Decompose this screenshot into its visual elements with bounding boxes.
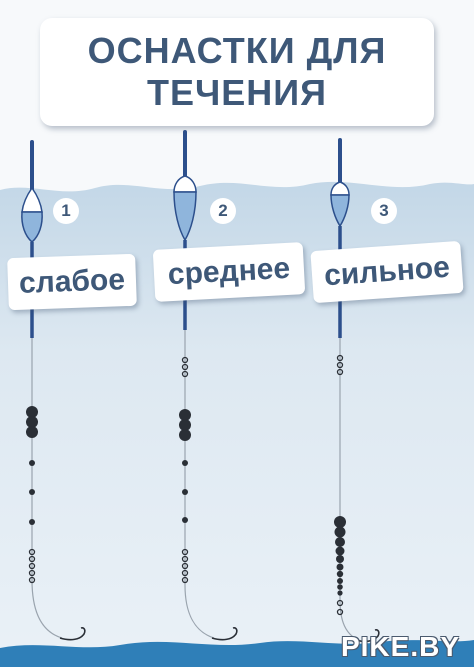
micro-shot — [181, 548, 189, 556]
rig-number-1: 1 — [53, 198, 79, 224]
micro-shot — [181, 562, 189, 570]
micro-shot — [181, 555, 189, 563]
shot-weight — [26, 426, 38, 438]
fishing-line — [31, 338, 63, 639]
micro-shot — [181, 569, 189, 577]
label-medium: среднее — [152, 242, 306, 302]
shot-weight — [26, 416, 38, 428]
micro-shot — [336, 599, 344, 607]
shot-weight — [182, 517, 188, 523]
micro-shot — [28, 555, 36, 563]
micro-shot — [181, 576, 189, 584]
shot-weight — [337, 590, 343, 596]
shot-weight — [29, 519, 35, 525]
shot-weight — [29, 489, 35, 495]
micro-shot — [181, 356, 189, 364]
micro-shot — [181, 363, 189, 371]
label-weak: слабое — [7, 253, 137, 311]
label-strong: сильное — [310, 240, 464, 304]
shot-weight — [335, 546, 345, 556]
shot-weight — [179, 409, 191, 421]
shot-weight — [26, 406, 38, 418]
shot-weight — [336, 563, 344, 571]
shot-weight — [337, 584, 343, 590]
rig-number-2: 2 — [210, 198, 236, 224]
shot-weight — [334, 526, 346, 538]
micro-shot — [28, 569, 36, 577]
micro-shot — [28, 548, 36, 556]
shot-weight — [337, 578, 343, 584]
rig-number-3: 3 — [371, 198, 397, 224]
fishing-line — [184, 330, 215, 639]
float-top — [173, 175, 197, 193]
shot-weight — [335, 537, 345, 547]
shot-weight — [336, 570, 344, 578]
watermark-logo: PIKE.BY — [340, 631, 460, 662]
shot-weight — [334, 516, 346, 528]
float-body — [330, 194, 350, 228]
float-body — [21, 211, 43, 243]
float-body — [173, 191, 197, 242]
micro-shot — [336, 361, 344, 369]
micro-shot — [336, 608, 344, 616]
title-line-1: ОСНАСТКИ ДЛЯ — [87, 30, 387, 71]
title-line-2: ТЕЧЕНИЯ — [146, 72, 328, 113]
shot-weight — [182, 489, 188, 495]
shot-weight — [179, 429, 191, 441]
shot-weight — [29, 460, 35, 466]
rig-weak — [21, 140, 86, 641]
hook — [355, 629, 380, 643]
micro-shot — [28, 576, 36, 584]
shot-weight — [182, 460, 188, 466]
shot-weight — [179, 419, 191, 431]
rig-medium — [173, 130, 238, 641]
micro-shot — [336, 368, 344, 376]
shot-weight — [336, 555, 344, 563]
title-box: ОСНАСТКИ ДЛЯ ТЕЧЕНИЯ — [40, 18, 434, 126]
seabed — [0, 640, 474, 667]
hook — [59, 627, 86, 641]
micro-shot — [336, 354, 344, 362]
micro-shot — [181, 370, 189, 378]
hook — [211, 627, 238, 641]
micro-shot — [28, 562, 36, 570]
